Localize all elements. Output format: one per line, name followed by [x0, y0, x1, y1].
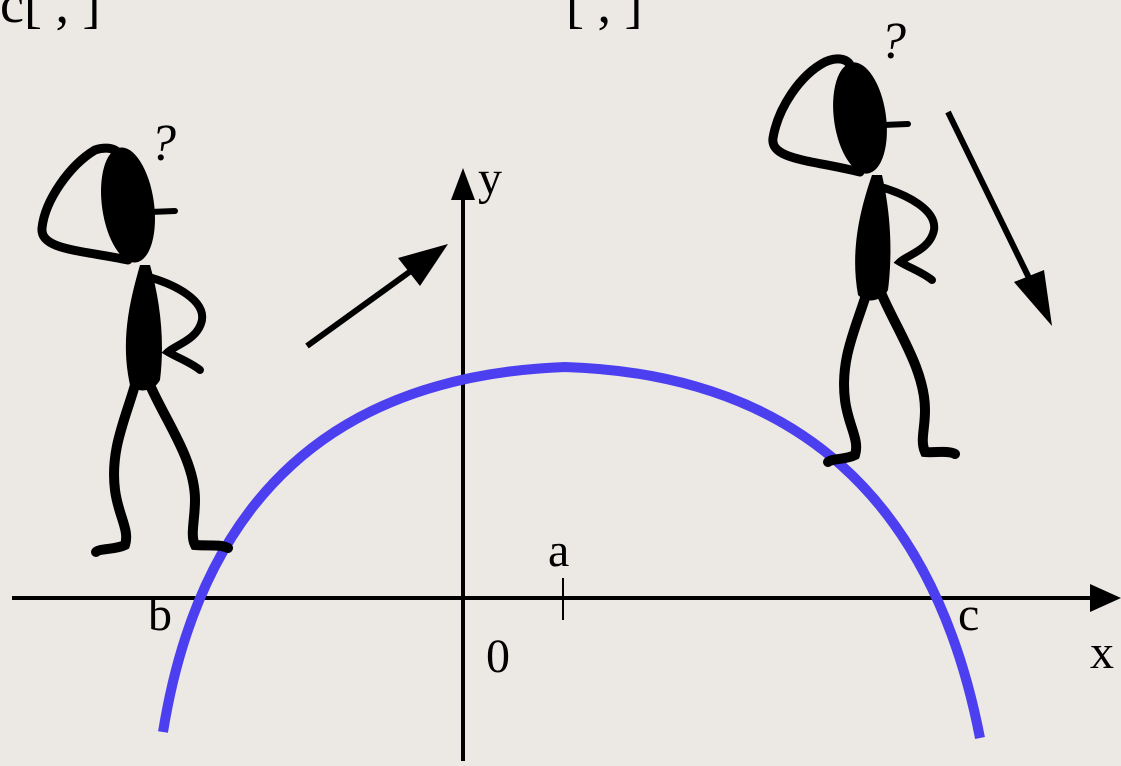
- origin-label: 0: [486, 630, 510, 683]
- confused-stick-figure-icon: [37, 143, 233, 557]
- left-figure: ?: [37, 115, 233, 557]
- y-axis-label: y: [478, 152, 502, 205]
- arrow-down-right-icon: [945, 110, 1052, 326]
- root-c-label: c: [958, 588, 979, 641]
- top-left-fragment: c[ , ]: [0, 0, 100, 34]
- arrow-up-right-icon: [305, 244, 448, 349]
- x-axis: [12, 584, 1121, 612]
- root-b-label: b: [148, 588, 172, 641]
- tick-a-label: a: [548, 524, 569, 577]
- right-figure: ?: [768, 13, 960, 467]
- left-question-mark: ?: [150, 115, 176, 172]
- confused-stick-figure-icon: [768, 54, 960, 467]
- top-middle-fragment: [ , ]: [566, 0, 642, 34]
- y-axis: [451, 168, 475, 761]
- parabola-curve: [158, 361, 985, 739]
- x-axis-label: x: [1090, 626, 1114, 679]
- right-question-mark: ?: [880, 13, 906, 70]
